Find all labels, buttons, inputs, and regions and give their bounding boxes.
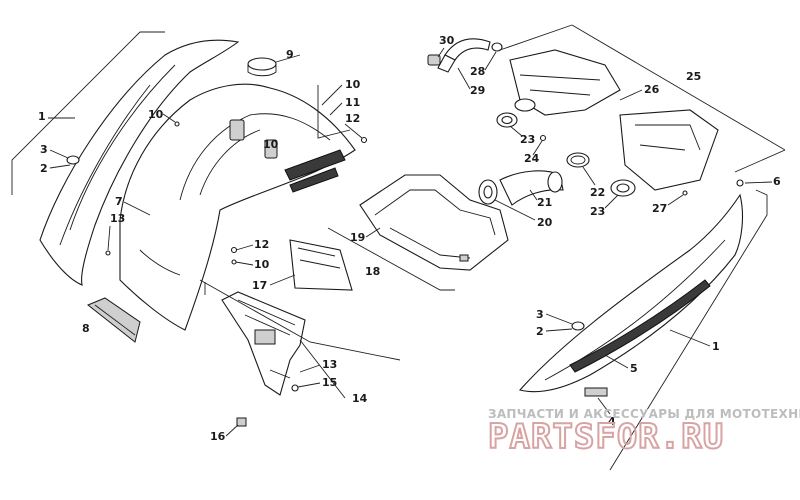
intake-seal-b xyxy=(610,179,636,197)
callout-1-left: 1 xyxy=(38,110,46,123)
callout-19: 19 xyxy=(350,231,365,244)
callout-21: 21 xyxy=(537,196,552,209)
callout-12-top: 12 xyxy=(345,112,360,125)
callout-18: 18 xyxy=(365,265,380,278)
air-intake-housing xyxy=(509,49,719,191)
bracket-left-panel xyxy=(11,31,165,195)
callout-3-left: 3 xyxy=(40,143,48,156)
callout-23-b: 23 xyxy=(590,205,605,218)
callout-17: 17 xyxy=(252,279,267,292)
intake-seal-a xyxy=(496,112,518,128)
callout-24: 24 xyxy=(524,152,540,165)
callout-8: 8 xyxy=(82,322,90,335)
left-side-panel xyxy=(39,39,240,286)
bracket-hood xyxy=(317,85,351,139)
callout-3-right: 3 xyxy=(536,308,544,321)
rubber-ring xyxy=(478,179,498,205)
bracket-18 xyxy=(327,227,455,291)
hood-nose-assembly xyxy=(119,83,356,331)
clip-part xyxy=(236,417,247,427)
callout-10-mid: 10 xyxy=(263,138,279,151)
lower-bracket-assembly xyxy=(221,291,306,396)
callout-7: 7 xyxy=(115,195,123,208)
right-side-panel xyxy=(518,193,744,397)
bracket-right-panel xyxy=(609,189,768,471)
bracket-25 xyxy=(499,24,786,173)
callout-14: 14 xyxy=(352,392,368,405)
intake-duct xyxy=(499,170,564,206)
callout-26: 26 xyxy=(644,83,660,96)
callout-12-low: 12 xyxy=(254,238,269,251)
callout-10-top-left: 10 xyxy=(148,108,164,121)
windshield-panel xyxy=(289,239,353,291)
callout-28: 28 xyxy=(470,65,485,78)
callout-10-top-right: 10 xyxy=(345,78,361,91)
airbox-tray xyxy=(359,174,509,271)
vent-hose xyxy=(427,38,503,73)
callout-25: 25 xyxy=(686,70,701,83)
callout-6: 6 xyxy=(773,175,781,188)
hose-clamp xyxy=(566,152,590,168)
watermark-logo: PARTSFOR.RU xyxy=(488,417,724,457)
callout-20: 20 xyxy=(537,216,553,229)
callout-27: 27 xyxy=(652,202,667,215)
callout-2-left: 2 xyxy=(40,162,48,175)
callout-29: 29 xyxy=(470,84,485,97)
callout-16: 16 xyxy=(210,430,226,443)
callout-10-low: 10 xyxy=(254,258,270,271)
callout-1-right: 1 xyxy=(712,340,720,353)
callout-23-a: 23 xyxy=(520,133,535,146)
callout-2-right: 2 xyxy=(536,325,544,338)
callout-15: 15 xyxy=(322,376,337,389)
gauge-cap xyxy=(247,57,277,77)
callout-9: 9 xyxy=(286,48,294,61)
callout-5: 5 xyxy=(630,362,638,375)
callout-11: 11 xyxy=(345,96,360,109)
callout-22: 22 xyxy=(590,186,605,199)
callout-13-left: 13 xyxy=(110,212,125,225)
callout-4: 4 xyxy=(608,415,616,428)
callout-13-low: 13 xyxy=(322,358,337,371)
watermark-subtitle: ЗАПЧАСТИ И АКСЕССУАРЫ ДЛЯ МОТОТЕХНИКИ xyxy=(488,407,800,421)
bracket-14 xyxy=(199,279,401,399)
callout-30: 30 xyxy=(439,34,455,47)
grille-screen xyxy=(87,297,141,343)
